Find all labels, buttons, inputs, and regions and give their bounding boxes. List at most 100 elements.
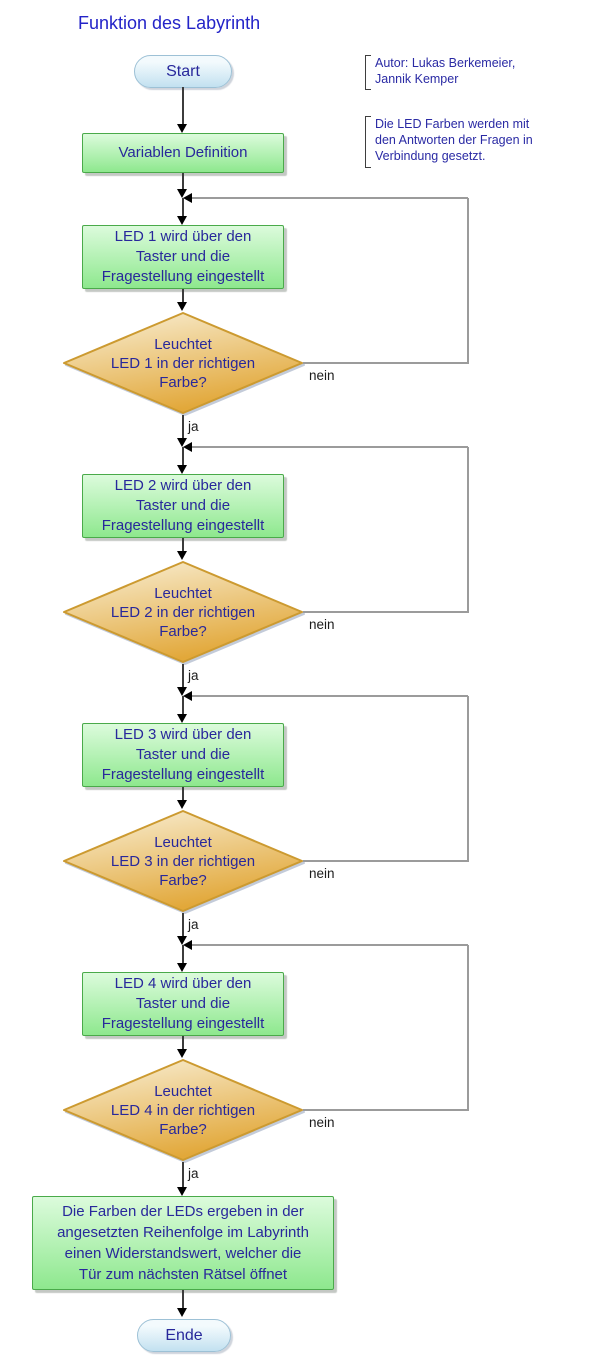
arrowhead-down-icon — [177, 189, 187, 198]
label-ja: ja — [188, 917, 199, 932]
note-author-line: Jannik Kemper — [375, 72, 459, 86]
loop-line-right — [467, 696, 469, 862]
arrowhead-down-icon — [177, 800, 187, 809]
process-line: Fragestellung eingestellt — [101, 268, 265, 285]
process-line: Fragestellung eingestellt — [101, 517, 265, 534]
label-nein: nein — [309, 866, 335, 881]
decision-led-2: Leuchtet LED 2 in der richtigen Farbe? — [61, 560, 305, 664]
loop-line-bottom — [303, 362, 469, 364]
note-led-line: Die LED Farben werden mit — [375, 117, 530, 131]
decision-line: LED 1 in der richtigen — [110, 354, 256, 372]
decision-line: Farbe? — [159, 1120, 207, 1138]
process-line: Fragestellung eingestellt — [101, 766, 265, 783]
process-line: LED 2 wird über den — [114, 477, 252, 494]
process-led-3: LED 3 wird über den Taster und die Frage… — [82, 723, 284, 787]
decision-line: LED 4 in der richtigen — [110, 1101, 256, 1119]
arrowhead-down-icon — [177, 1049, 187, 1058]
arrowhead-down-icon — [177, 1187, 187, 1196]
arrowhead-left-icon — [183, 691, 192, 701]
note-led-line: Verbindung gesetzt. — [375, 149, 486, 163]
process-line: Taster und die — [135, 248, 231, 265]
loop-line-top — [189, 446, 468, 448]
decision-line: LED 3 in der richtigen — [110, 852, 256, 870]
process-led-1: LED 1 wird über den Taster und die Frage… — [82, 225, 284, 289]
diamond-shape — [63, 312, 303, 414]
arrowhead-down-icon — [177, 687, 187, 696]
arrowhead-left-icon — [183, 442, 192, 452]
label-ja: ja — [188, 419, 199, 434]
loop-line-right — [467, 198, 469, 364]
arrowhead-down-icon — [177, 714, 187, 723]
start-node: Start — [134, 55, 232, 88]
connector-line — [182, 289, 184, 303]
process-line: Taster und die — [135, 497, 231, 514]
decision-line: Farbe? — [159, 622, 207, 640]
note-bracket — [365, 116, 371, 168]
loop-line-top — [189, 197, 468, 199]
loop-line-right — [467, 447, 469, 613]
connector-line — [182, 447, 184, 466]
diamond-shape — [63, 561, 303, 663]
arrowhead-down-icon — [177, 1308, 187, 1317]
arrowhead-down-icon — [177, 124, 187, 133]
label-nein: nein — [309, 1115, 335, 1130]
connector-line — [182, 1036, 184, 1050]
note-bracket — [365, 55, 371, 90]
process-line: LED 4 wird über den — [114, 975, 252, 992]
decision-led-1: Leuchtet LED 1 in der richtigen Farbe? — [61, 311, 305, 415]
page-title: Funktion des Labyrinth — [78, 13, 261, 33]
connector-line — [182, 913, 184, 936]
connector-line — [182, 538, 184, 552]
decision-led-4: Leuchtet LED 4 in der richtigen Farbe? — [61, 1058, 305, 1162]
note-author-line: Autor: Lukas Berkemeier, — [375, 56, 516, 70]
connector-line — [182, 173, 184, 190]
decision-line: Leuchtet — [154, 833, 212, 851]
loop-line-bottom — [303, 860, 469, 862]
arrowhead-down-icon — [177, 465, 187, 474]
diamond-shape — [63, 810, 303, 912]
led-section-4: LED 4 wird über den Taster und die Frage… — [0, 940, 600, 1197]
connector-line — [182, 415, 184, 438]
process-line: Tür zum nächsten Rätsel öffnet — [78, 1266, 288, 1283]
decision-led-3: Leuchtet LED 3 in der richtigen Farbe? — [61, 809, 305, 913]
loop-line-top — [189, 944, 468, 946]
arrowhead-down-icon — [177, 551, 187, 560]
process-variablen-definition: Variablen Definition — [82, 133, 284, 173]
connector-line — [182, 198, 184, 217]
connector-line — [182, 1290, 184, 1309]
connector-line — [182, 87, 184, 124]
arrowhead-down-icon — [177, 963, 187, 972]
led-section-2: LED 2 wird über den Taster und die Frage… — [0, 442, 600, 699]
decision-line: Leuchtet — [154, 335, 212, 353]
arrowhead-down-icon — [177, 438, 187, 447]
process-led-4: LED 4 wird über den Taster und die Frage… — [82, 972, 284, 1036]
label-nein: nein — [309, 617, 335, 632]
label-ja: ja — [188, 668, 199, 683]
label-nein: nein — [309, 368, 335, 383]
note-led-line: den Antworten der Fragen in — [375, 133, 533, 147]
decision-line: Leuchtet — [154, 584, 212, 602]
process-line: Taster und die — [135, 746, 231, 763]
process-line: Die Farben der LEDs ergeben in der — [62, 1203, 304, 1220]
process-line: Taster und die — [135, 995, 231, 1012]
decision-line: Farbe? — [159, 871, 207, 889]
led-section-3: LED 3 wird über den Taster und die Frage… — [0, 691, 600, 948]
arrowhead-down-icon — [177, 302, 187, 311]
process-line: LED 1 wird über den — [114, 228, 252, 245]
decision-line: LED 2 in der richtigen — [110, 603, 256, 621]
process-line: angesetzten Reihenfolge im Labyrinth — [57, 1224, 309, 1241]
process-final-result: Die Farben der LEDs ergeben in der anges… — [32, 1196, 334, 1290]
connector-line — [182, 1162, 184, 1187]
arrowhead-left-icon — [183, 193, 192, 203]
process-line: Fragestellung eingestellt — [101, 1015, 265, 1032]
note-author: Autor: Lukas Berkemeier, Jannik Kemper — [365, 55, 516, 90]
loop-line-bottom — [303, 611, 469, 613]
arrowhead-down-icon — [177, 216, 187, 225]
decision-line: Farbe? — [159, 373, 207, 391]
diamond-shape — [63, 1059, 303, 1161]
end-node: Ende — [137, 1319, 231, 1352]
process-line: LED 3 wird über den — [114, 726, 252, 743]
loop-line-top — [189, 695, 468, 697]
arrowhead-left-icon — [183, 940, 192, 950]
